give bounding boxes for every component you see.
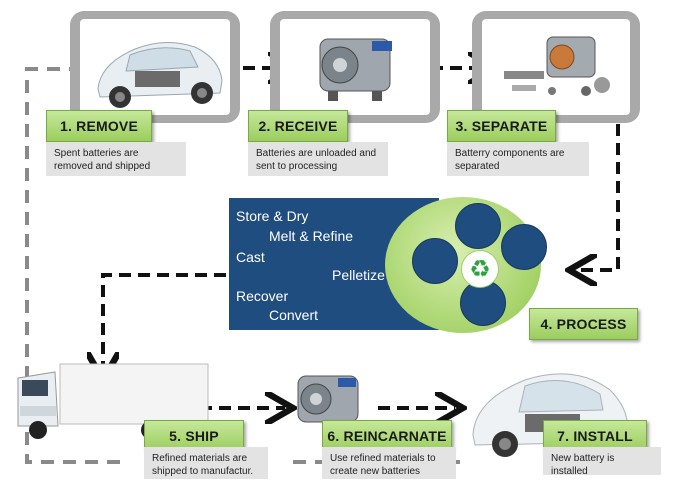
return-loop-line	[25, 69, 120, 464]
step-process-label: 4. PROCESS	[529, 308, 638, 340]
process-line-recover: Recover	[236, 288, 289, 304]
arrow-separate-process	[577, 105, 620, 270]
motor-unit-icon	[319, 38, 392, 101]
step-receive-label: 2. RECEIVE	[248, 110, 348, 142]
process-dot-right	[501, 224, 547, 270]
step-install-label: 7. INSTALL	[543, 420, 647, 452]
step-receive-frame	[270, 11, 440, 123]
step-separate-description: Batterry components are separated	[447, 142, 589, 176]
truck-icon	[17, 363, 209, 439]
step-remove-label: 1. REMOVE	[46, 110, 152, 142]
step-reincarnate-label: 6. REINCARNATE	[322, 420, 452, 452]
process-line-convert: Convert	[269, 307, 319, 323]
arrow-process-ship	[103, 273, 226, 372]
process-line-melt-refine: Melt & Refine	[269, 228, 354, 244]
step-ship-label: 5. SHIP	[144, 420, 244, 452]
process-line-pelletize: Pelletize	[332, 267, 385, 283]
car-cutaway-icon	[97, 42, 223, 108]
step-separate-label: 3. SEPARATE	[447, 110, 556, 142]
step-install-description: New battery is installed	[543, 447, 661, 477]
step-receive-description: Batteries are unloaded and sent to proce…	[248, 142, 388, 176]
step-remove-frame	[70, 11, 240, 123]
process-dot-left	[412, 238, 458, 284]
process-line-cast: Cast	[236, 249, 265, 265]
process-line-store-dry: Store & Dry	[236, 208, 309, 224]
disassembled-parts-icon	[504, 36, 610, 96]
process-dot-top	[455, 203, 501, 249]
step-remove-description: Spent batteries are removed and shipped	[46, 142, 186, 176]
step-ship-description: Refined materials are shipped to manufac…	[144, 447, 268, 479]
step-reincarnate-description: Use refined materials to create new batt…	[322, 447, 456, 479]
motor-unit-icon	[297, 375, 359, 423]
recycle-icon: ♻	[461, 250, 499, 288]
step-separate-frame	[472, 11, 640, 123]
